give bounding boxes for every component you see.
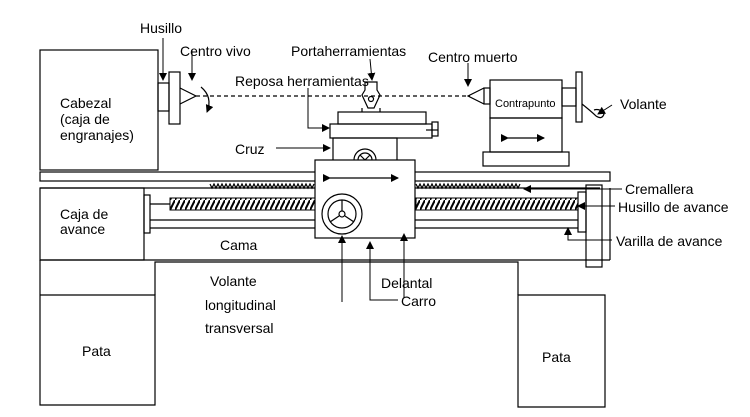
tailstock-handwheel-disc (575, 71, 583, 123)
apron (314, 159, 416, 239)
label-delantal: Delantal (381, 275, 432, 291)
lead-screw-right (415, 197, 579, 211)
label-cabezal: Cabezal (60, 95, 111, 111)
handwheel-handle-icon (581, 103, 605, 119)
label-centro-vivo: Centro vivo (180, 43, 251, 59)
chuck (168, 71, 181, 125)
label-carro: Carro (401, 293, 436, 309)
dead-center (466, 87, 485, 105)
tailstock-base (489, 117, 563, 153)
live-center (179, 87, 198, 105)
label-volante-long-2: longitudinal (205, 297, 276, 313)
label-centro-muerto: Centro muerto (428, 49, 518, 65)
feed-box-shaft-collar (143, 194, 151, 234)
lead-screw (169, 197, 316, 211)
cross-slide (332, 137, 398, 163)
label-cremallera: Cremallera (625, 181, 694, 197)
spindle (157, 82, 170, 112)
label-reposa-herramientas: Reposa herramientas (235, 73, 369, 89)
compound-lever-icon (431, 121, 439, 137)
label-volante-long: Volante (210, 273, 257, 289)
leg-left (39, 260, 156, 406)
label-portaherramientas: Portaherramientas (291, 43, 406, 59)
tool-post-icon (361, 81, 381, 109)
leg-right (517, 294, 606, 408)
tailstock-handwheel-hub (561, 87, 577, 107)
label-caja-avance: Caja de (60, 206, 108, 222)
end-bracket-plate (577, 191, 587, 233)
label-volante-long-3: transversal (205, 320, 273, 336)
label-cabezal-3: engranajes) (60, 127, 134, 143)
label-cama: Cama (220, 237, 258, 253)
label-husillo: Husillo (140, 20, 182, 36)
label-cruz: Cruz (235, 141, 265, 157)
label-pata-der: Pata (542, 349, 571, 365)
label-volante: Volante (620, 96, 667, 112)
label-varilla-avance: Varilla de avance (616, 233, 723, 249)
label-contrapunto: Contrapunto (495, 98, 556, 110)
rotation-arrow (200, 86, 214, 113)
label-cabezal-2: (caja de (60, 111, 110, 127)
tool-rest (337, 111, 427, 125)
end-bracket (585, 184, 603, 268)
label-pata-izq: Pata (82, 343, 111, 359)
tailstock-foot (482, 151, 570, 167)
rack-right (415, 182, 521, 190)
label-caja-avance-2: avance (60, 221, 105, 237)
compound-slide (329, 123, 433, 139)
tool-post-hole (367, 95, 375, 103)
label-husillo-avance: Husillo de avance (618, 199, 729, 215)
bed-bottom (154, 261, 519, 295)
longitudinal-handwheel (321, 193, 363, 235)
tailstock-quill (483, 87, 491, 105)
rack-left (209, 182, 315, 190)
